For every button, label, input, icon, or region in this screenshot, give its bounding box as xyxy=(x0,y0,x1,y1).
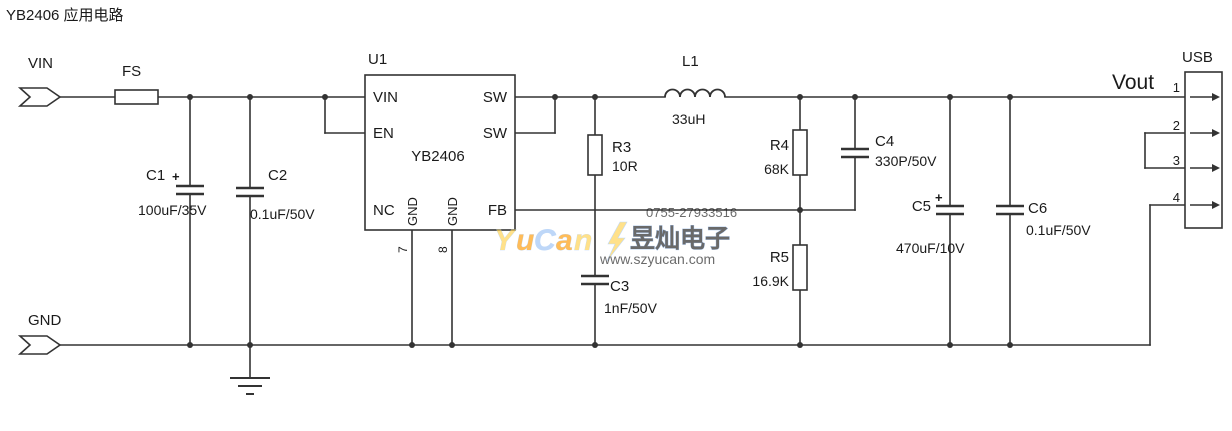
usb-label: USB xyxy=(1182,49,1213,66)
l1-ref: L1 xyxy=(682,53,699,70)
u1-part-number: YB2406 xyxy=(411,148,464,165)
r3-ref: R3 xyxy=(612,139,631,156)
c2-value: 0.1uF/50V xyxy=(250,206,315,222)
r4-ref: R4 xyxy=(770,137,789,154)
c2-ref: C2 xyxy=(268,167,287,184)
capacitor-c3: C3 1nF/50V xyxy=(581,274,658,316)
r4-body xyxy=(792,129,808,176)
usb-pin3-number: 3 xyxy=(1173,153,1180,168)
r4-value: 68K xyxy=(764,161,790,177)
u1-pin-gnd1-label: GND xyxy=(405,197,420,226)
fuse-fs: FS xyxy=(114,63,159,105)
watermark-url: www.szyucan.com xyxy=(599,251,715,267)
port-vin: VIN xyxy=(17,55,62,107)
usb-pin-arrow-icons xyxy=(1190,93,1220,209)
resistor-r4: R4 68K xyxy=(764,129,808,177)
l1-value: 33uH xyxy=(672,111,705,127)
fs-ref: FS xyxy=(122,63,141,80)
junction-dots xyxy=(187,94,1013,348)
lightning-icon xyxy=(606,221,628,262)
capacitor-c5: + C5 470uF/10V xyxy=(896,190,965,256)
c4-ref: C4 xyxy=(875,133,894,150)
port-gnd: GND xyxy=(17,312,62,355)
u1-pin-sw2-label: SW xyxy=(483,125,508,142)
ic-u1: U1 VIN EN NC SW SW FB YB2406 GND GND 7 8 xyxy=(364,51,516,253)
vin-port-label: VIN xyxy=(28,55,53,72)
inductor-l1: L1 33uH xyxy=(664,53,726,127)
capacitor-c1: + C1 100uF/35V xyxy=(138,167,207,218)
resistor-r5: R5 16.9K xyxy=(752,244,808,291)
c5-ref: C5 xyxy=(912,198,931,215)
usb-pin2-number: 2 xyxy=(1173,118,1180,133)
l1-coil-symbol xyxy=(664,88,726,98)
c1-value: 100uF/35V xyxy=(138,202,207,218)
u1-pin-vin-label: VIN xyxy=(373,89,398,106)
u1-pin-en-label: EN xyxy=(373,125,394,142)
usb-pin1-number: 1 xyxy=(1173,80,1180,95)
c1-ref: C1 xyxy=(146,167,165,184)
r5-ref: R5 xyxy=(770,249,789,266)
u1-body xyxy=(364,74,516,231)
vin-port-symbol xyxy=(17,87,62,107)
u1-pin-fb-label: FB xyxy=(488,202,507,219)
c5-polarity-plus: + xyxy=(935,190,943,205)
capacitor-c4: C4 330P/50V xyxy=(841,133,937,169)
u1-pin-nc-label: NC xyxy=(373,202,395,219)
schematic-title: YB2406 应用电路 xyxy=(6,6,124,24)
capacitor-c6: C6 0.1uF/50V xyxy=(996,200,1091,238)
vout-label: Vout xyxy=(1112,71,1154,94)
gnd-port-symbol xyxy=(17,335,62,355)
c6-value: 0.1uF/50V xyxy=(1026,222,1091,238)
c3-value: 1nF/50V xyxy=(604,300,658,316)
u1-pin-number-8: 8 xyxy=(436,246,450,253)
watermark-brand: Y u C a n xyxy=(494,224,592,257)
usb-connector: USB 1 2 3 4 xyxy=(1173,49,1223,229)
r5-body xyxy=(792,244,808,291)
capacitor-c2: C2 0.1uF/50V xyxy=(236,167,315,222)
r3-value: 10R xyxy=(612,158,638,174)
watermark-phone: 0755-27933516 xyxy=(646,205,737,220)
c3-ref: C3 xyxy=(610,278,629,295)
c5-value: 470uF/10V xyxy=(896,240,965,256)
c6-ref: C6 xyxy=(1028,200,1047,217)
r5-value: 16.9K xyxy=(752,273,789,289)
c1-polarity-plus: + xyxy=(172,169,180,184)
earth-ground-icon xyxy=(230,377,270,395)
c4-value: 330P/50V xyxy=(875,153,937,169)
r3-body xyxy=(587,134,603,176)
fuse-body xyxy=(114,89,159,105)
watermark: 0755-27933516 Y u C a n 昱灿电子 www.szyucan… xyxy=(494,205,737,267)
resistor-r3: R3 10R xyxy=(587,134,638,176)
u1-pin-gnd2-label: GND xyxy=(445,197,460,226)
usb-pin4-number: 4 xyxy=(1173,190,1180,205)
u1-ref: U1 xyxy=(368,51,387,68)
u1-pin-sw1-label: SW xyxy=(483,89,508,106)
u1-pin-number-7: 7 xyxy=(396,246,410,253)
gnd-port-label: GND xyxy=(28,312,62,329)
watermark-company: 昱灿电子 xyxy=(630,225,730,253)
